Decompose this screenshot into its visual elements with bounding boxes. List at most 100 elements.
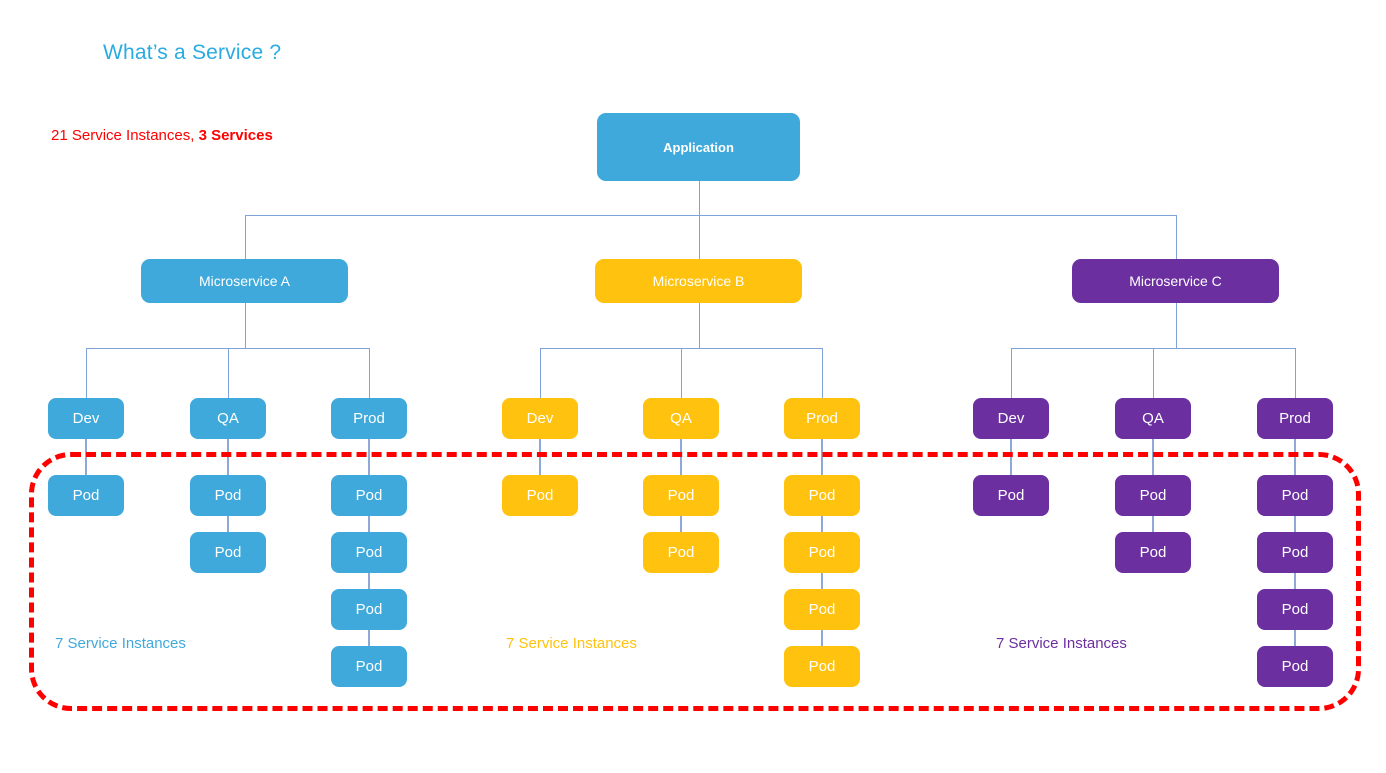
service-instances-caption-2: 7 Service Instances [996,635,1127,652]
microservice-node-1-label: Microservice B [652,273,745,289]
pod-link-0-1-1 [227,516,229,532]
pod-node-2-1-0[interactable]: Pod [1115,475,1191,516]
pod-node-1-0-0[interactable]: Pod [502,475,578,516]
pod-node-0-0-0-label: Pod [72,487,100,504]
pod-link-0-2-1 [368,516,370,532]
page-title: What’s a Service ? [103,41,282,64]
pod-link-0-2-3 [368,630,370,646]
pod-node-2-1-1[interactable]: Pod [1115,532,1191,573]
environment-riser-2-1 [1153,348,1154,398]
pod-link-2-2-3 [1294,630,1296,646]
totals-prefix: 21 Service Instances, [51,127,199,144]
pod-node-0-2-3-label: Pod [355,658,383,675]
microservice-node-2-label: Microservice C [1129,273,1222,289]
pod-node-0-2-2[interactable]: Pod [331,589,407,630]
pod-node-2-1-1-label: Pod [1139,544,1167,561]
pod-node-0-2-0-label: Pod [355,487,383,504]
microservice-bus-line [244,215,1176,216]
environment-riser-1-2 [822,348,823,398]
microservice-drop-line-0 [244,303,246,348]
pod-node-2-2-0[interactable]: Pod [1257,475,1333,516]
pod-node-1-2-3[interactable]: Pod [784,646,860,687]
environment-riser-2-0 [1011,348,1012,398]
pod-link-1-2-2 [821,573,823,589]
pod-node-0-1-0-label: Pod [214,487,242,504]
pod-node-1-1-1-label: Pod [667,544,695,561]
totals-label: 21 Service Instances, 3 Services [51,127,273,144]
application-node[interactable]: Application [597,113,800,181]
microservice-riser-2 [1175,215,1177,259]
pod-node-2-2-1-label: Pod [1281,544,1309,561]
pod-node-0-2-1[interactable]: Pod [331,532,407,573]
environment-bus-line-0 [86,348,369,349]
environment-node-0-1[interactable]: QA [190,398,266,439]
environment-node-1-2[interactable]: Prod [784,398,860,439]
pod-link-2-2-0 [1294,439,1296,475]
pod-node-1-0-0-label: Pod [526,487,554,504]
pod-node-2-2-1[interactable]: Pod [1257,532,1333,573]
pod-link-2-2-1 [1294,516,1296,532]
pod-node-0-2-2-label: Pod [355,601,383,618]
environment-node-0-0[interactable]: Dev [48,398,124,439]
environment-riser-2-2 [1295,348,1296,398]
pod-node-2-2-2-label: Pod [1281,601,1309,618]
microservice-node-2[interactable]: Microservice C [1072,259,1279,303]
environment-node-0-1-label: QA [217,410,239,427]
environment-node-1-0[interactable]: Dev [502,398,578,439]
pod-node-0-2-3[interactable]: Pod [331,646,407,687]
service-instances-caption-0: 7 Service Instances [55,635,186,652]
application-node-label: Application [663,139,734,155]
pod-node-2-0-0[interactable]: Pod [973,475,1049,516]
pod-node-2-1-0-label: Pod [1139,487,1167,504]
pod-link-1-2-1 [821,516,823,532]
pod-node-1-1-0-label: Pod [667,487,695,504]
microservice-drop-line-1 [698,303,700,348]
pod-link-1-1-1 [680,516,682,532]
pod-link-0-2-0 [368,439,370,475]
pod-link-0-0-0 [85,439,87,475]
pod-link-2-1-1 [1152,516,1154,532]
pod-node-1-2-1-label: Pod [808,544,836,561]
pod-link-1-1-0 [680,439,682,475]
pod-node-1-2-0[interactable]: Pod [784,475,860,516]
pod-link-1-0-0 [539,439,541,475]
environment-node-2-2-label: Prod [1279,410,1311,427]
pod-link-2-0-0 [1010,439,1012,475]
environment-node-2-2[interactable]: Prod [1257,398,1333,439]
microservice-node-1[interactable]: Microservice B [595,259,802,303]
pod-link-0-2-2 [368,573,370,589]
pod-node-1-2-2[interactable]: Pod [784,589,860,630]
pod-node-1-1-0[interactable]: Pod [643,475,719,516]
environment-riser-1-0 [540,348,541,398]
microservice-node-0[interactable]: Microservice A [141,259,348,303]
environment-node-2-0-label: Dev [997,410,1025,427]
environment-node-0-2[interactable]: Prod [331,398,407,439]
pod-node-2-2-0-label: Pod [1281,487,1309,504]
environment-riser-0-0 [86,348,87,398]
pod-node-2-2-3[interactable]: Pod [1257,646,1333,687]
pod-node-2-2-2[interactable]: Pod [1257,589,1333,630]
pod-link-1-2-0 [821,439,823,475]
pod-node-1-2-1[interactable]: Pod [784,532,860,573]
environment-node-1-1[interactable]: QA [643,398,719,439]
microservice-node-0-label: Microservice A [198,273,291,289]
pod-node-1-1-1[interactable]: Pod [643,532,719,573]
pod-node-0-2-0[interactable]: Pod [331,475,407,516]
totals-emphasis: 3 Services [198,127,273,144]
pod-node-1-2-2-label: Pod [808,601,836,618]
environment-node-1-2-label: Prod [806,410,838,427]
environment-node-2-0[interactable]: Dev [973,398,1049,439]
environment-node-1-0-label: Dev [526,410,554,427]
pod-node-0-1-1[interactable]: Pod [190,532,266,573]
environment-node-2-1[interactable]: QA [1115,398,1191,439]
environment-riser-1-1 [681,348,682,398]
environment-riser-0-2 [369,348,370,398]
service-instances-caption-1: 7 Service Instances [506,635,637,652]
environment-node-2-1-label: QA [1142,410,1164,427]
pod-node-0-0-0[interactable]: Pod [48,475,124,516]
pod-node-0-1-0[interactable]: Pod [190,475,266,516]
pod-link-0-1-0 [227,439,229,475]
microservice-drop-line-2 [1175,303,1177,348]
environment-node-0-2-label: Prod [353,410,385,427]
